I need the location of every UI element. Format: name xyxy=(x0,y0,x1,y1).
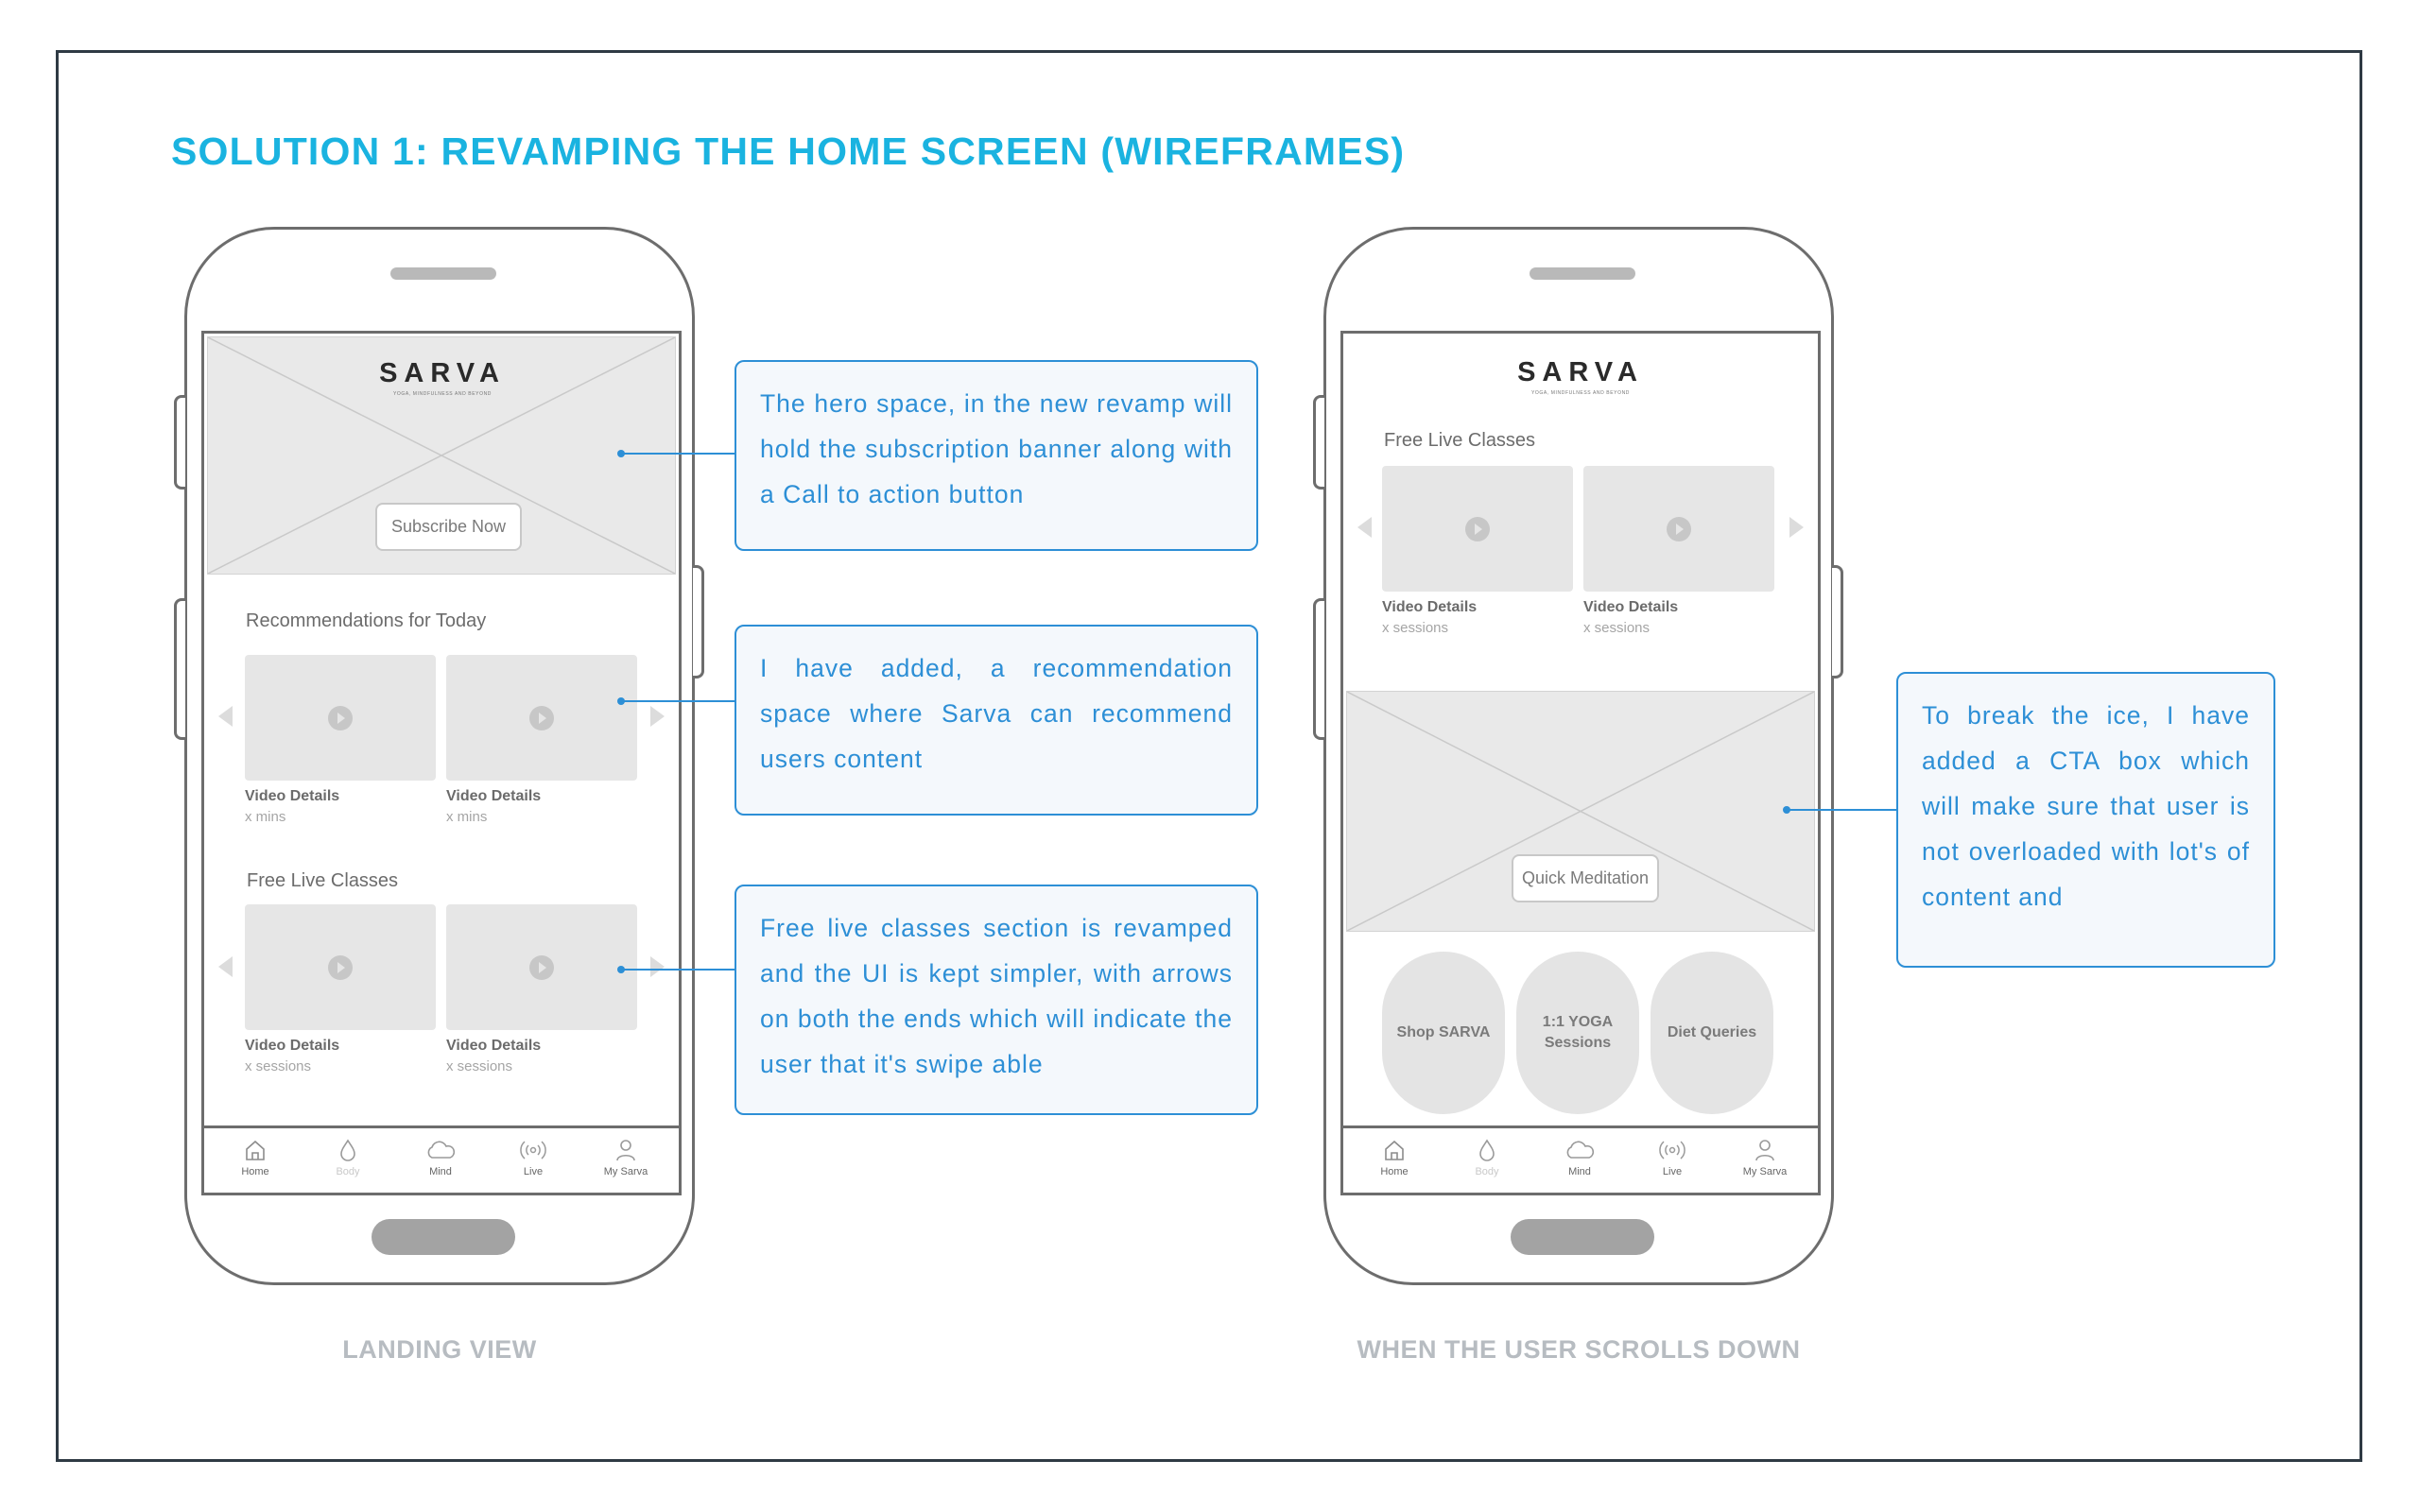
phone-screen-landing: SARVA YOGA, MINDFULNESS AND BEYOND Subsc… xyxy=(201,331,682,1195)
carousel-right-arrow[interactable] xyxy=(650,956,665,977)
video-meta: x sessions xyxy=(245,1058,312,1074)
carousel-right-arrow[interactable] xyxy=(1789,517,1804,538)
phone-scrolled: SARVA YOGA, MINDFULNESS AND BEYOND Free … xyxy=(1313,227,1843,1285)
recommendations-title: Recommendations for Today xyxy=(246,610,487,631)
video-title: Video Details xyxy=(446,788,542,804)
sarva-logo: SARVA YOGA, MINDFULNESS AND BEYOND xyxy=(1517,357,1644,396)
cloud-icon xyxy=(1566,1141,1595,1159)
carousel-right-arrow[interactable] xyxy=(650,706,665,727)
carousel-left-arrow[interactable] xyxy=(218,706,233,727)
phone-side-button xyxy=(1313,598,1324,740)
caption-landing-view: LANDING VIEW xyxy=(342,1335,537,1364)
placeholder-cross xyxy=(208,337,675,574)
subscribe-now-button[interactable]: Subscribe Now xyxy=(375,503,522,551)
nav-mind[interactable]: Mind xyxy=(1542,1138,1617,1177)
phone-speaker xyxy=(390,267,496,280)
callout-live-classes: Free live classes section is revamped an… xyxy=(735,885,1258,1115)
phone-screen-scrolled: SARVA YOGA, MINDFULNESS AND BEYOND Free … xyxy=(1340,331,1821,1195)
bottom-nav: Home Body Mind Live xyxy=(204,1125,679,1193)
nav-live[interactable]: Live xyxy=(1634,1138,1710,1177)
nav-body[interactable]: Body xyxy=(1449,1138,1525,1177)
callout-anchor-dot xyxy=(617,966,625,973)
diet-queries-button[interactable]: Diet Queries xyxy=(1651,952,1773,1114)
placeholder-cross xyxy=(1347,692,1814,931)
user-icon xyxy=(1755,1140,1774,1161)
drop-icon xyxy=(340,1139,355,1161)
video-meta: x sessions xyxy=(446,1058,513,1074)
video-card[interactable] xyxy=(446,904,637,1030)
broadcast-icon xyxy=(520,1141,546,1160)
callout-connector xyxy=(621,969,735,971)
free-live-classes-title: Free Live Classes xyxy=(247,870,399,891)
video-meta: x sessions xyxy=(1583,620,1651,636)
hero-banner[interactable]: SARVA YOGA, MINDFULNESS AND BEYOND Subsc… xyxy=(207,336,676,575)
phone-side-button xyxy=(693,565,704,679)
video-meta: x mins xyxy=(245,809,286,825)
play-icon xyxy=(1465,517,1490,541)
video-meta: x sessions xyxy=(1382,620,1449,636)
play-icon xyxy=(328,706,353,730)
nav-home[interactable]: Home xyxy=(217,1138,293,1177)
callout-connector xyxy=(1787,809,1897,811)
callout-connector xyxy=(621,700,735,702)
slide-title: SOLUTION 1: REVAMPING THE HOME SCREEN (W… xyxy=(171,129,1406,173)
video-meta: x mins xyxy=(446,809,488,825)
video-card[interactable] xyxy=(446,655,637,781)
callout-cta: To break the ice, I have added a CTA box… xyxy=(1896,672,2275,968)
video-card[interactable] xyxy=(1583,466,1774,592)
nav-home[interactable]: Home xyxy=(1357,1138,1432,1177)
nav-my-sarva[interactable]: My Sarva xyxy=(588,1138,664,1177)
phone-speaker xyxy=(1530,267,1635,280)
cloud-icon xyxy=(427,1141,456,1159)
user-icon xyxy=(616,1140,635,1161)
video-title: Video Details xyxy=(1583,599,1679,615)
video-title: Video Details xyxy=(245,1038,340,1054)
home-icon xyxy=(1385,1140,1404,1160)
phone-side-button xyxy=(174,598,185,740)
bottom-nav: Home Body Mind Live xyxy=(1343,1125,1818,1193)
shop-sarva-button[interactable]: Shop SARVA xyxy=(1382,952,1505,1114)
callout-hero: The hero space, in the new revamp will h… xyxy=(735,360,1258,551)
play-icon xyxy=(1667,517,1691,541)
nav-body[interactable]: Body xyxy=(310,1138,386,1177)
carousel-left-arrow[interactable] xyxy=(218,956,233,977)
cta-banner[interactable]: Quick Meditation xyxy=(1346,691,1815,932)
video-card[interactable] xyxy=(245,655,436,781)
sarva-logo: SARVA YOGA, MINDFULNESS AND BEYOND xyxy=(379,358,506,397)
play-icon xyxy=(328,955,353,980)
video-card[interactable] xyxy=(245,904,436,1030)
video-card[interactable] xyxy=(1382,466,1573,592)
callout-anchor-dot xyxy=(617,450,625,457)
phone-home-button xyxy=(372,1219,515,1255)
phone-side-button xyxy=(174,395,185,490)
callout-recommendation: I have added, a recommendation space whe… xyxy=(735,625,1258,816)
nav-mind[interactable]: Mind xyxy=(403,1138,478,1177)
phone-landing: SARVA YOGA, MINDFULNESS AND BEYOND Subsc… xyxy=(174,227,704,1285)
slide-frame xyxy=(56,50,2362,1462)
phone-home-button xyxy=(1511,1219,1654,1255)
caption-scrolled-view: WHEN THE USER SCROLLS DOWN xyxy=(1357,1335,1801,1364)
phone-side-button xyxy=(1313,395,1324,490)
phone-side-button xyxy=(1832,565,1843,679)
free-live-classes-title: Free Live Classes xyxy=(1384,430,1536,451)
video-title: Video Details xyxy=(446,1038,542,1054)
carousel-left-arrow[interactable] xyxy=(1357,517,1372,538)
callout-anchor-dot xyxy=(1783,806,1790,814)
video-title: Video Details xyxy=(245,788,340,804)
drop-icon xyxy=(1479,1139,1495,1161)
broadcast-icon xyxy=(1659,1141,1685,1160)
callout-connector xyxy=(621,453,735,455)
nav-live[interactable]: Live xyxy=(495,1138,571,1177)
callout-anchor-dot xyxy=(617,697,625,705)
yoga-sessions-button[interactable]: 1:1 YOGA Sessions xyxy=(1516,952,1639,1114)
play-icon xyxy=(529,706,554,730)
quick-meditation-button[interactable]: Quick Meditation xyxy=(1512,854,1659,902)
nav-my-sarva[interactable]: My Sarva xyxy=(1727,1138,1803,1177)
play-icon xyxy=(529,955,554,980)
home-icon xyxy=(246,1140,265,1160)
video-title: Video Details xyxy=(1382,599,1478,615)
